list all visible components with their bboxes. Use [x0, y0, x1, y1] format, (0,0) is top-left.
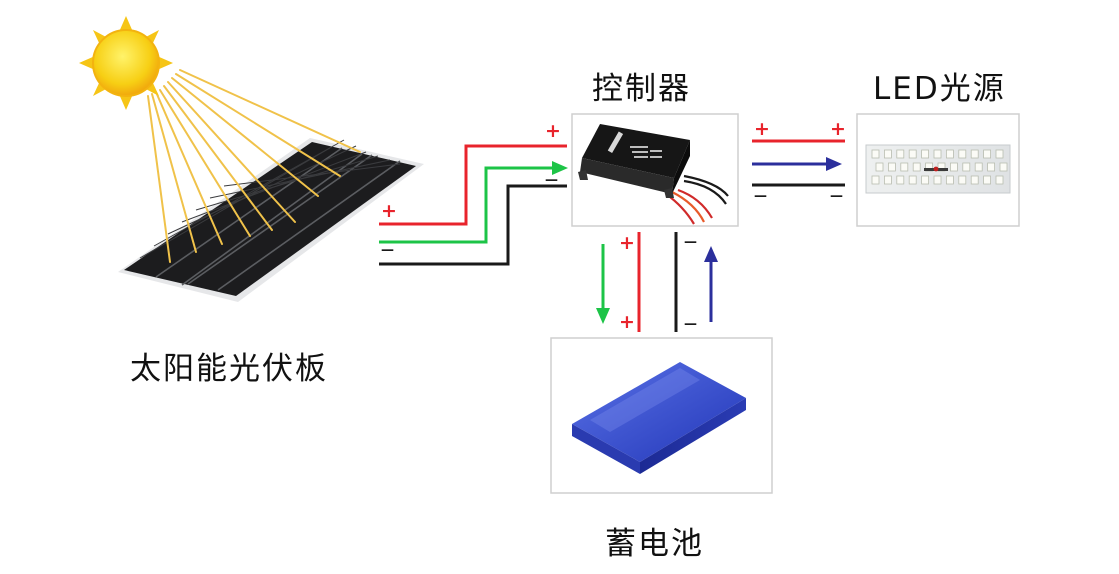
led-chip	[950, 162, 958, 172]
led-chip	[908, 149, 917, 159]
led-chip	[900, 162, 909, 172]
panel-wires	[379, 144, 567, 266]
led-chip	[896, 175, 905, 185]
led-chip	[933, 149, 942, 159]
led-chip	[958, 149, 967, 159]
led-chip	[921, 149, 929, 159]
charge-arrowhead	[552, 161, 568, 175]
led-chip	[946, 149, 954, 159]
led-chip	[896, 149, 905, 159]
led-minus-sign: —	[830, 189, 843, 204]
led-chip	[884, 149, 892, 159]
led-chip	[995, 149, 1004, 159]
led-plus-sign: +	[830, 118, 846, 140]
led-chip	[884, 175, 892, 185]
controller-in-plus-sign: +	[545, 120, 561, 142]
led-chip	[958, 175, 967, 185]
controller-device-icon	[571, 113, 739, 227]
panel-minus-sign: —	[381, 243, 394, 258]
battery-label: 蓄电池	[605, 526, 704, 562]
controller-in-minus-sign: —	[545, 173, 558, 188]
battery-wires	[601, 232, 713, 332]
led-chip	[983, 149, 991, 159]
led-chip	[888, 162, 896, 172]
led-chip	[962, 162, 971, 172]
led-chip	[974, 162, 983, 172]
led-chip	[970, 175, 979, 185]
sun-icon	[79, 16, 173, 110]
controller-out-minus-sign: —	[754, 189, 767, 204]
led-chip	[987, 162, 995, 172]
output-arrowhead	[826, 157, 842, 171]
led-chip	[995, 175, 1004, 185]
led-chip	[983, 175, 991, 185]
solar-panel-icon	[118, 138, 424, 302]
battery-charge-arrowhead	[596, 308, 610, 324]
led-chip	[933, 175, 942, 185]
battery-top-minus-sign: —	[684, 235, 697, 250]
led-chip	[875, 162, 884, 172]
led-source-label: LED光源	[873, 71, 1006, 107]
battery-top-plus-sign: +	[619, 232, 635, 254]
panel-plus-sign: +	[381, 200, 397, 222]
led-chip	[912, 162, 921, 172]
led-chip	[871, 175, 880, 185]
solar-panel-label: 太阳能光伏板	[130, 351, 328, 387]
led-module-icon	[856, 113, 1020, 227]
controller-label: 控制器	[592, 71, 691, 107]
battery-bottom-plus-sign: +	[619, 311, 635, 333]
led-chip	[908, 175, 917, 185]
controller-out-plus-sign: +	[754, 118, 770, 140]
led-chip	[946, 175, 954, 185]
led-chip	[999, 162, 1008, 172]
led-chip	[871, 149, 880, 159]
battery-discharge-arrowhead	[704, 246, 718, 262]
sun-rays	[147, 69, 361, 263]
battery-bottom-minus-sign: —	[684, 317, 697, 332]
led-chip	[921, 175, 929, 185]
led-chip	[970, 149, 979, 159]
battery-icon	[550, 337, 773, 494]
led-wires	[752, 139, 845, 187]
